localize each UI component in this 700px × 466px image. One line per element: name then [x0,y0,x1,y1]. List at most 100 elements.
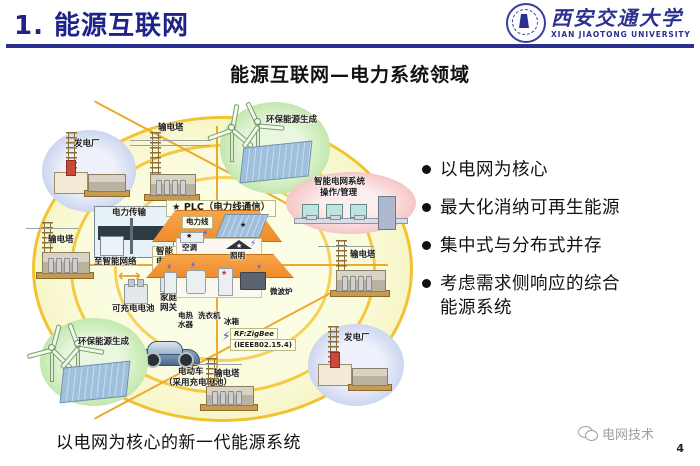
bullet-list: 以电网为核心 最大化消纳可再生能源 集中式与分布式并存 考虑需求侧响应的综合 能… [422,158,694,334]
plc-star-marker: ★ [221,269,228,277]
label-home-gateway-line1: 家庭 [160,293,178,303]
turbine-hub [74,340,81,347]
label-green-energy-topright: 环保能源生成 [266,115,318,125]
watermark-text: 电网技术 [601,428,654,443]
turbine-hub [228,124,235,131]
transformer-cylinder [236,391,242,405]
workstation-monitor [326,204,343,220]
plc-star-marker: ★ [240,221,247,229]
logo-text: 西安交通大学 XIAN JIAOTONG UNIVERSITY [551,8,691,39]
label-green-energy-bottomleft: 环保能源生成 [78,337,130,347]
energy-internet-diagram: 发电厂 输电塔 环保能源生成 智能电网系统 操作/管理 [18,96,418,426]
turbine-hub [254,118,261,125]
transformer-cylinder [220,391,226,405]
label-power-plant-bottomright: 发电厂 [344,333,370,343]
car-cabin [147,341,183,355]
page-title: 1. 能源互联网 [14,11,190,41]
refrigerator-unit [218,268,233,296]
transformer-cylinder [172,180,178,195]
server-rack [378,196,396,230]
label-power-plant-topleft: 发电厂 [74,139,100,149]
washing-machine-unit [186,270,206,294]
transformer-cylinder [180,180,186,195]
solar-panel-array [59,360,131,404]
transformer-cylinder [48,258,54,273]
logo-name-en: XIAN JIAOTONG UNIVERSITY [551,29,691,39]
tower-structure [336,240,347,284]
transformer-cylinder [156,180,162,195]
section-subtitle: 能源互联网—电力系统领域 [229,64,470,86]
page-number: 4 [676,442,684,455]
power-wire [190,364,242,365]
bullet-dot-icon [422,278,431,288]
transformer-cylinder [358,276,364,291]
label-to-smart-network: 至智能网络 [94,257,137,267]
microwave-unit [240,272,266,290]
bubble-power-plant-topleft [42,130,136,212]
bullet-item-0: 以电网为核心 [422,158,694,183]
wireless-bolt-icon: ⚡ [166,263,173,273]
smart-home-illustration: ★ 电力线 ★ ⚡ 空调 ★ ⚡ 照明 ⚡ ⚡ ★ [146,202,296,312]
label-air-conditioner: 空调 [182,243,197,252]
water-heater-unit [164,272,177,294]
label-electric-vehicle-sub: （采用充电电池） [164,378,233,388]
logo-name-cn: 西安交通大学 [551,5,683,30]
label-refrigerator: 冰箱 [224,317,239,326]
label-transmission-tower-bottom: 输电塔 [214,369,240,379]
tower-structure [150,132,161,184]
label-power-transmission: 电力传输 [112,208,147,218]
inset-pole [130,218,133,254]
label-microwave: 微波炉 [270,287,293,296]
label-electric-vehicle: 电动车 [178,367,204,377]
transformer-cylinder [72,258,78,273]
transformer-cylinder [350,276,356,291]
bullet-item-2: 集中式与分布式并存 [422,234,694,259]
header-divider [6,44,694,48]
inset-building [100,236,124,256]
control-room-desk [294,218,408,224]
transformer-cylinder [366,276,372,291]
bidirectional-arrow-icon: ⟷ [118,266,141,285]
bullet-item-3: 考虑需求侧响应的综合 能源系统 [422,272,694,322]
transformer-cylinder [342,276,348,291]
transformer-cylinder [64,258,70,273]
smokestack [66,160,76,176]
label-washing-machine: 洗衣机 [198,311,221,320]
label-lighting: 照明 [230,251,245,260]
wireless-bolt-icon: ⚡ [250,239,257,249]
tower-structure [328,326,339,372]
power-wire [318,246,374,247]
wechat-watermark: 电网技术 [577,424,654,443]
tower-structure [66,132,77,180]
label-power-line: 电力线 [182,216,213,229]
bullet-dot-icon [422,240,431,250]
tower-structure [42,222,53,264]
wireless-bolt-icon: ⚡ [190,261,197,271]
slide-header: 1. 能源互联网 西安交通大学 XIAN JIAOTONG UNIVERSITY [0,0,700,48]
transformer-cylinder [228,391,234,405]
label-water-heater-line1: 电热 [178,311,193,320]
car-wheel [178,352,194,368]
university-logo: 西安交通大学 XIAN JIAOTONG UNIVERSITY [506,2,692,44]
label-transmission-tower-right: 输电塔 [350,250,376,260]
bullet-text-0: 以电网为核心 [440,160,548,180]
substation-block [88,174,126,192]
label-transmission-tower-top: 输电塔 [158,123,184,133]
label-transmission-tower-left: 输电塔 [48,235,74,245]
workstation-monitor [350,204,367,220]
transformer-cylinder [164,180,170,195]
bullet-text-3: 考虑需求侧响应的综合 能源系统 [440,272,620,322]
wireless-bolt-icon: ⚡ [202,229,209,239]
smokestack [330,352,340,368]
label-smart-grid-ops-line1: 智能电网系统 [314,177,366,187]
plc-star-marker: ★ [236,242,243,250]
power-wire [130,145,210,146]
battery-terminal [137,279,144,287]
electric-vehicle-illustration [136,340,200,368]
label-water-heater-line2: 水器 [178,320,193,329]
solar-panel-array [239,140,313,184]
turbine-hub [48,344,55,351]
diagram-caption: 以电网为核心的新一代能源系统 [56,433,301,453]
power-wire [130,140,210,141]
bullet-text-3-line1: 考虑需求侧响应的综合 [440,273,620,294]
